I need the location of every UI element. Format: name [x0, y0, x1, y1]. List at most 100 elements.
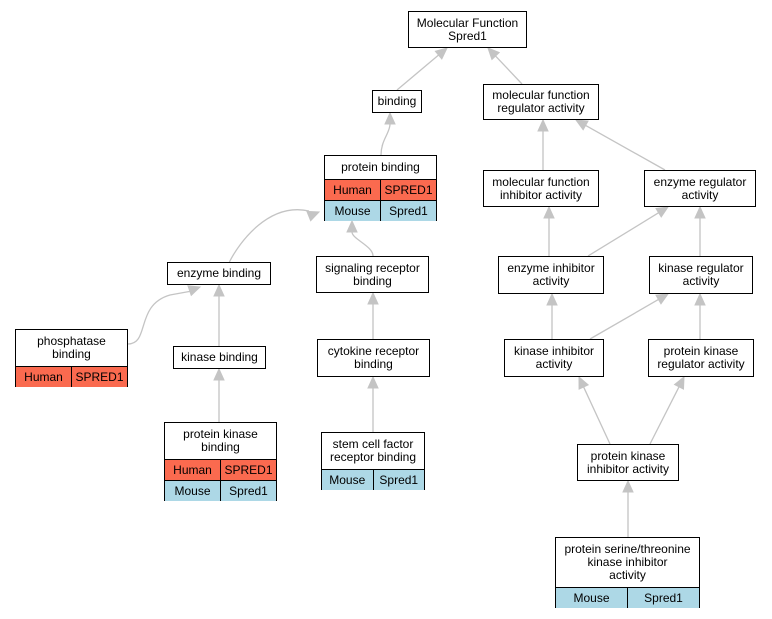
gene-label: Spred1 — [372, 470, 425, 490]
node-title-line: cytokine receptor — [327, 344, 420, 358]
organism-label: Mouse — [573, 590, 610, 605]
node-title-line: activity — [532, 274, 570, 288]
edge-eb-to-pb — [228, 209, 310, 263]
node-title-line: stem cell factor — [332, 437, 414, 451]
node-title-line: activity — [682, 274, 720, 288]
annotation-row-mouse: Mouse Spred1 — [322, 469, 424, 490]
node-title-line: protein kinase — [663, 344, 739, 358]
arrowhead — [574, 119, 589, 131]
arrowhead — [655, 206, 670, 218]
organism-label: Human — [24, 369, 63, 384]
arrowhead — [655, 293, 670, 305]
organism-label: Mouse — [334, 203, 371, 218]
node-title-line: Spred1 — [448, 28, 487, 43]
arrowhead — [694, 205, 706, 219]
node-title-line: molecular function — [492, 88, 590, 102]
go-node-kb[interactable]: kinase binding — [173, 346, 266, 369]
go-node-eb[interactable]: enzyme binding — [167, 262, 271, 285]
node-title-line: regulator activity — [657, 357, 745, 371]
node-title-line: receptor binding — [329, 450, 417, 464]
arrowhead — [578, 375, 590, 390]
gene-label: SPRED1 — [380, 180, 436, 200]
node-title-line: protein binding — [341, 160, 420, 174]
node-title-line: activity — [609, 568, 646, 582]
node-title-line: binding — [354, 357, 393, 371]
gene-label: Spred1 — [220, 481, 276, 501]
arrowhead — [673, 375, 685, 390]
go-node-binding[interactable]: binding — [372, 90, 422, 113]
edge-binding-to-mf — [396, 53, 440, 91]
arrowhead — [367, 375, 379, 389]
arrowhead — [543, 205, 555, 219]
arrowhead — [213, 367, 225, 381]
node-title-line: phosphatase — [37, 334, 106, 348]
node-title-line: Molecular Function — [416, 15, 519, 30]
node-title-line: regulator activity — [497, 101, 585, 115]
edge-phb-to-eb — [127, 290, 193, 345]
node-title-line: activity — [681, 187, 719, 202]
node-title-line: binding — [52, 347, 91, 361]
node-title-line: enzyme inhibitor — [507, 261, 595, 275]
organism-label: Human — [333, 182, 372, 197]
edge-eia-to-era — [587, 211, 660, 257]
gene-label: Spred1 — [627, 588, 699, 608]
node-title-line: protein kinase — [590, 448, 666, 463]
node-title-line: protein kinase — [183, 427, 258, 441]
node-title-line: inhibitor activity — [586, 461, 670, 476]
arrowhead — [213, 283, 225, 297]
arrowhead — [537, 118, 549, 132]
edge-kia-to-kra — [589, 298, 660, 340]
node-title: enzyme binding — [168, 263, 270, 284]
node-title-line: binding — [353, 273, 392, 288]
arrowhead — [694, 292, 706, 306]
node-title-line: protein serine/threonine — [564, 542, 691, 556]
arrowhead — [384, 111, 396, 125]
gene-label: SPRED1 — [220, 460, 276, 480]
edge-mfra-to-mf — [494, 54, 523, 85]
node-title-line: inhibitor activity — [499, 187, 583, 202]
node-title-line: kinase regulator — [658, 261, 744, 275]
annotation-row-human: Human SPRED1 — [325, 179, 436, 200]
arrowhead — [487, 47, 501, 61]
arrowhead — [187, 285, 202, 297]
edge-era-to-mfra — [584, 124, 666, 171]
arrowhead — [367, 291, 379, 305]
arrowhead — [306, 210, 321, 222]
annotation-row-mouse: Mouse Spred1 — [556, 587, 699, 608]
edge-pkia-to-kia — [582, 385, 611, 445]
node-title: binding — [373, 91, 421, 112]
organism-label: Mouse — [329, 472, 366, 487]
arrowhead — [546, 292, 558, 306]
arrowhead — [346, 219, 358, 233]
